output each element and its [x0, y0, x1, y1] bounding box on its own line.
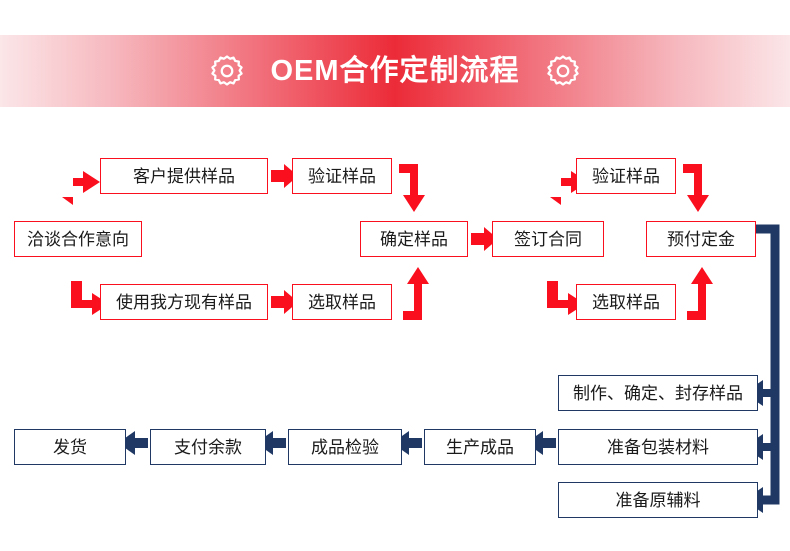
page-header-banner: OEM合作定制流程: [0, 35, 790, 107]
gear-icon: [210, 54, 244, 88]
node-select-sample-1[interactable]: 选取样品: [292, 284, 392, 320]
node-pay-balance[interactable]: 支付余款: [150, 429, 266, 465]
node-prepay-deposit[interactable]: 预付定金: [646, 221, 756, 257]
node-negotiate-cooperation[interactable]: 洽谈合作意向: [14, 221, 142, 257]
arrow-elbow-right-up-1: [403, 267, 429, 320]
gear-icon: [546, 54, 580, 88]
node-shipment[interactable]: 发货: [14, 429, 126, 465]
node-prepare-raw-material[interactable]: 准备原辅料: [558, 482, 758, 518]
node-select-sample-2[interactable]: 选取样品: [576, 284, 676, 320]
node-make-confirm-seal-sample[interactable]: 制作、确定、封存样品: [558, 375, 758, 411]
arrow-elbow-right-down-2: [683, 164, 709, 212]
node-produce-finished-goods[interactable]: 生产成品: [424, 429, 536, 465]
node-finished-product-inspection[interactable]: 成品检验: [288, 429, 402, 465]
node-verify-sample-1[interactable]: 验证样品: [292, 158, 392, 194]
node-prepare-packaging-material[interactable]: 准备包装材料: [558, 429, 758, 465]
page-title: OEM合作定制流程: [270, 54, 520, 87]
node-verify-sample-2[interactable]: 验证样品: [576, 158, 676, 194]
node-confirm-sample[interactable]: 确定样品: [360, 221, 468, 257]
navy-connector-group: [118, 224, 780, 513]
arrow-elbow-up-right-1: [62, 171, 100, 205]
node-customer-provides-sample[interactable]: 客户提供样品: [100, 158, 268, 194]
node-sign-contract[interactable]: 签订合同: [492, 221, 604, 257]
arrow-elbow-right-down-1: [399, 164, 425, 212]
arrow-elbow-right-up-2: [687, 267, 713, 320]
node-use-our-existing-sample[interactable]: 使用我方现有样品: [100, 284, 268, 320]
